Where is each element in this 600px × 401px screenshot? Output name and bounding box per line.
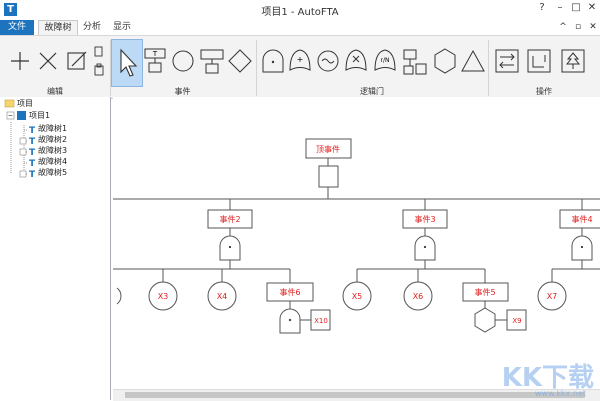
logic-group-label: 逻辑门: [360, 87, 384, 96]
ribbon-separator: [256, 40, 257, 96]
basic-event-label: X9: [512, 317, 521, 325]
watermark-logo: KK下载: [501, 363, 594, 393]
svg-text:T: T: [152, 50, 158, 58]
swap-icon[interactable]: [492, 44, 522, 78]
basic-event-label: X10: [314, 317, 328, 325]
svg-text:+: +: [297, 55, 304, 64]
intermediate-event-icon[interactable]: [197, 44, 227, 78]
ribbon: 编辑 T 事件 + r/N 逻辑门: [0, 35, 600, 99]
event-label: 事件3: [414, 214, 435, 224]
ribbon-separator: [488, 40, 489, 96]
condition-box[interactable]: [506, 309, 527, 331]
tab-file[interactable]: 文件: [0, 20, 34, 35]
top-gate[interactable]: [318, 165, 339, 188]
tab-display[interactable]: 显示: [112, 22, 131, 32]
close-button[interactable]: ✕: [587, 2, 597, 13]
edit-icon[interactable]: [62, 44, 92, 78]
basic-event[interactable]: [207, 281, 237, 311]
edit-group-label: 编辑: [47, 87, 63, 96]
event-label: 事件5: [474, 287, 495, 297]
top-event-label: 顶事件: [316, 144, 340, 154]
tab-fault-tree[interactable]: 故障树: [38, 20, 78, 35]
basic-event[interactable]: [403, 281, 433, 311]
restore-icon[interactable]: ▫: [574, 22, 582, 32]
inhibit-gate-icon[interactable]: [313, 44, 343, 78]
basic-event-label: X3: [158, 292, 169, 301]
basic-event-icon[interactable]: [168, 44, 198, 78]
top-event-icon[interactable]: T: [140, 44, 170, 78]
maximize-button[interactable]: □: [571, 2, 581, 13]
title-bar: T 项目1 - AutoFTA ? – □ ✕: [0, 0, 600, 20]
vote-gate-icon[interactable]: r/N: [370, 44, 400, 78]
scrollbar-thumb[interactable]: [125, 392, 585, 398]
tree-lines: T T T T T: [4, 99, 36, 180]
project-tree: T T T T T 项目 项目1 故障树1 故障树2 故障树3 故障树4 故障树…: [0, 97, 111, 400]
basic-event[interactable]: [342, 281, 372, 311]
paste-icon[interactable]: [92, 62, 106, 76]
svg-text:r/N: r/N: [381, 57, 390, 64]
basic-event-label: X4: [217, 292, 228, 301]
xor-gate-icon[interactable]: [341, 44, 371, 78]
tree-project[interactable]: 项目1: [29, 111, 51, 120]
and-gate-icon[interactable]: [258, 44, 288, 78]
help-icon[interactable]: ?: [539, 2, 545, 13]
select-tool-button[interactable]: [111, 39, 143, 87]
basic-event[interactable]: [148, 281, 178, 311]
or-gate-icon[interactable]: +: [285, 44, 315, 78]
ribbon-tabs: 文件 故障树 分析 显示 ^ ▫ ✕: [0, 20, 600, 35]
close-doc-icon[interactable]: ✕: [589, 22, 597, 32]
expand-icon[interactable]: [524, 44, 554, 78]
svg-text:T: T: [29, 148, 36, 158]
basic-event[interactable]: [537, 281, 567, 311]
diagram-canvas[interactable]: 顶事件 事件2 X3 X4 事件6 X10 事件3: [113, 97, 600, 389]
ribbon-minimize-icon[interactable]: ^: [559, 22, 567, 32]
event-label: 事件2: [219, 214, 240, 224]
horizontal-scrollbar[interactable]: [113, 389, 600, 401]
basic-event-label: X6: [413, 292, 424, 301]
add-icon[interactable]: [5, 44, 35, 78]
tree-item[interactable]: 故障树2: [38, 135, 68, 144]
tree-item[interactable]: 故障树5: [38, 168, 68, 177]
basic-event-label: X7: [547, 292, 558, 301]
delete-icon[interactable]: [33, 44, 63, 78]
ribbon-separator: [110, 40, 111, 96]
tree-item[interactable]: 故障树4: [38, 157, 68, 166]
svg-text:T: T: [29, 137, 36, 147]
priority-gate-icon[interactable]: [400, 44, 430, 78]
app-icon: T: [4, 3, 17, 16]
tree-item[interactable]: 故障树1: [38, 124, 68, 133]
event-group-label: 事件: [174, 87, 191, 96]
minimize-button[interactable]: –: [557, 2, 563, 13]
transfer-hexagon-icon[interactable]: [430, 44, 460, 78]
transfer-triangle-icon[interactable]: [458, 44, 488, 78]
tree-item[interactable]: 故障树3: [38, 146, 68, 155]
hexagon-gate[interactable]: [474, 307, 496, 333]
event-label: 事件6: [279, 287, 300, 297]
svg-text:T: T: [29, 170, 36, 180]
condition-box[interactable]: [310, 309, 331, 331]
window-title: 项目1 - AutoFTA: [261, 7, 339, 18]
watermark-url: www.kkx.net: [534, 389, 586, 398]
tree-root[interactable]: 项目: [17, 99, 33, 108]
tree-layout-icon[interactable]: [558, 44, 588, 78]
svg-text:T: T: [29, 159, 36, 169]
tab-analysis[interactable]: 分析: [82, 22, 101, 32]
undeveloped-event-icon[interactable]: [225, 44, 255, 78]
operate-group-label: 操作: [536, 87, 552, 96]
basic-event-label: X5: [352, 292, 363, 301]
event-label: 事件4: [571, 214, 592, 224]
svg-text:T: T: [29, 126, 36, 136]
copy-icon[interactable]: [92, 44, 106, 58]
